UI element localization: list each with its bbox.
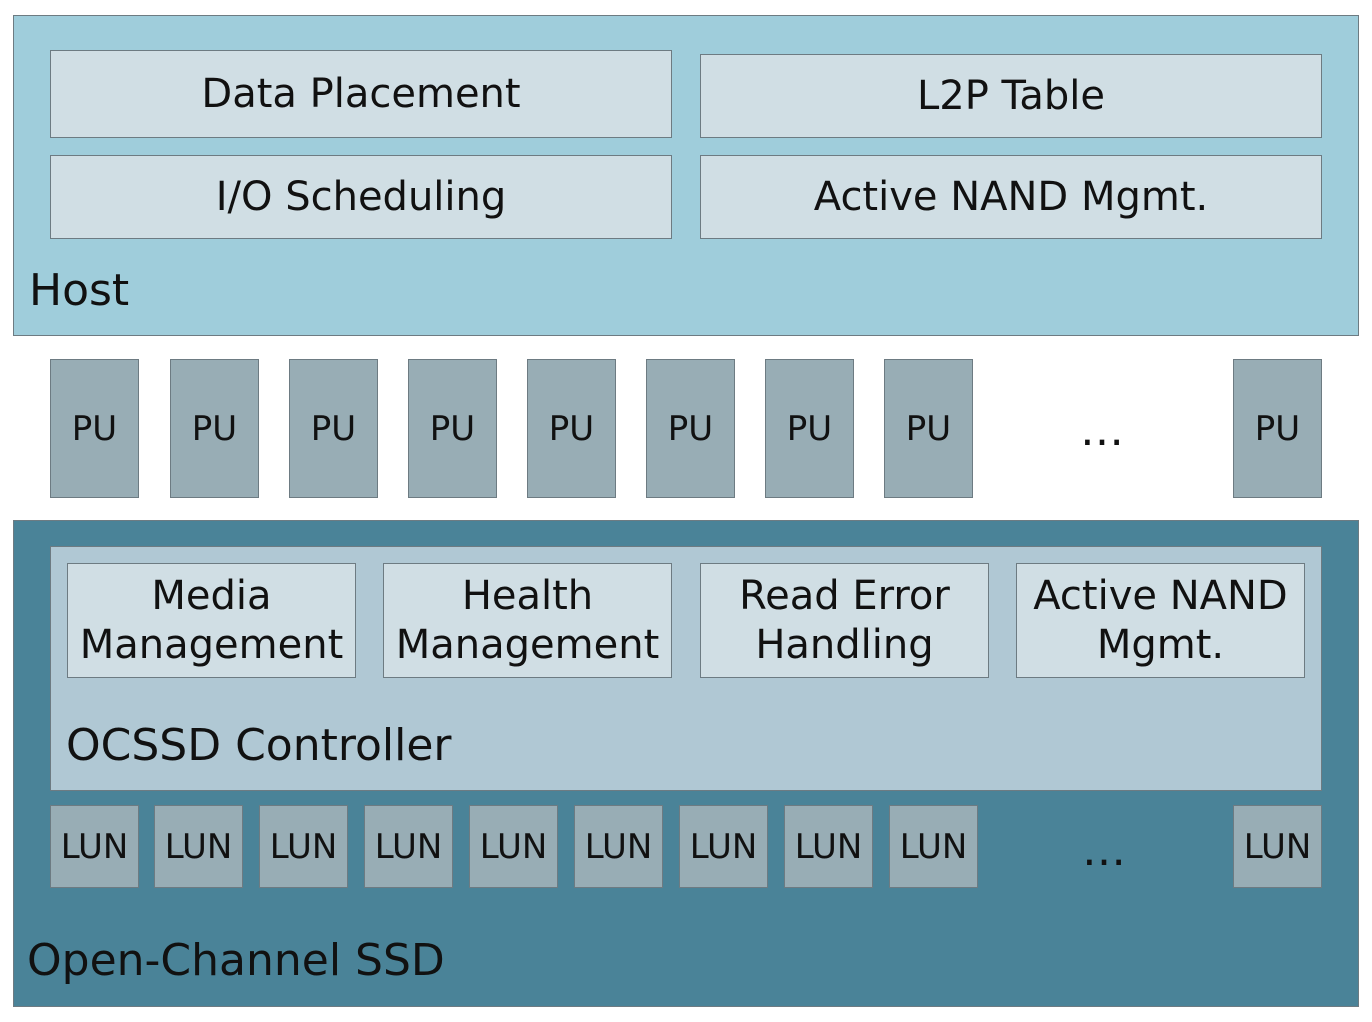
module-line: Management xyxy=(395,621,660,668)
pu-unit: PU xyxy=(408,359,497,498)
pu-unit: PU xyxy=(289,359,378,498)
module-line: Active NAND xyxy=(1033,572,1288,619)
module-line: Management xyxy=(79,621,344,668)
pu-unit: PU xyxy=(646,359,735,498)
lun-unit: LUN xyxy=(574,805,663,888)
lun-unit: LUN xyxy=(364,805,453,888)
module-line: Handling xyxy=(755,621,934,668)
lun-unit: LUN xyxy=(1233,805,1322,888)
host-module-io-scheduling: I/O Scheduling xyxy=(50,155,672,239)
module-line: Mgmt. xyxy=(1096,621,1225,668)
module-line: Read Error xyxy=(739,572,950,619)
host-module-active-nand-mgmt: Active NAND Mgmt. xyxy=(700,155,1322,239)
lun-ellipsis: … xyxy=(1082,824,1126,876)
host-module-data-placement: Data Placement xyxy=(50,50,672,138)
module-line: Health xyxy=(461,572,594,619)
lun-unit: LUN xyxy=(469,805,558,888)
host-label: Host xyxy=(29,265,130,316)
pu-unit: PU xyxy=(50,359,139,498)
lun-unit: LUN xyxy=(259,805,348,888)
lun-unit: LUN xyxy=(154,805,243,888)
module-line: Media xyxy=(151,572,272,619)
lun-unit: LUN xyxy=(784,805,873,888)
pu-unit: PU xyxy=(527,359,616,498)
lun-unit: LUN xyxy=(889,805,978,888)
pu-unit: PU xyxy=(1233,359,1322,498)
pu-unit: PU xyxy=(765,359,854,498)
lun-unit: LUN xyxy=(50,805,139,888)
pu-unit: PU xyxy=(884,359,973,498)
pu-ellipsis: … xyxy=(1080,404,1124,456)
host-module-l2p-table: L2P Table xyxy=(700,54,1322,138)
lun-unit: LUN xyxy=(679,805,768,888)
pu-unit: PU xyxy=(170,359,259,498)
controller-label: OCSSD Controller xyxy=(66,720,452,771)
ssd-label: Open-Channel SSD xyxy=(27,935,445,986)
